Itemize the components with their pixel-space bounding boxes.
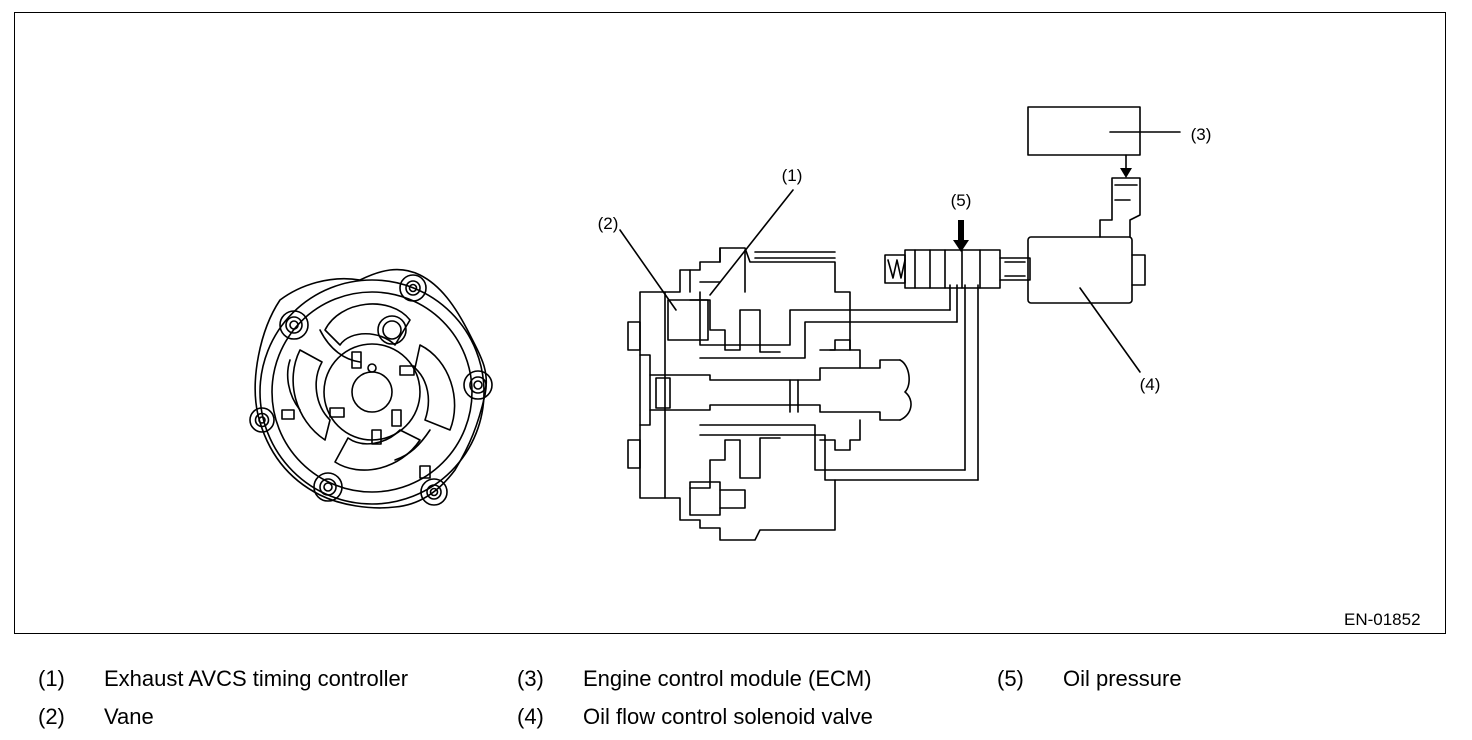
legend-number: (1) [38,666,65,691]
legend-text: Vane [104,704,154,729]
callout-2: (2) [598,214,619,233]
ecm-box [1027,106,1141,156]
legend-text: Oil pressure [1063,666,1182,691]
solenoid-valve [884,177,1146,304]
legend-number: (2) [38,704,65,729]
callout-4: (4) [1140,375,1161,394]
controller-cross-section [627,247,979,541]
figure-frame [14,12,1446,634]
oil-pressure-arrow-icon [953,240,969,252]
callout-3: (3) [1191,125,1212,144]
legend-number: (5) [997,666,1024,691]
legend-text: Oil flow control solenoid valve [583,704,873,729]
leader-1 [709,189,794,296]
legend-text: Engine control module (ECM) [583,666,872,691]
legend-number: (3) [517,666,544,691]
callout-1: (1) [782,166,803,185]
callout-5: (5) [951,191,972,210]
timing-controller-front-view [249,268,493,509]
leader-2 [619,229,677,311]
legend-text: Exhaust AVCS timing controller [104,666,409,691]
leader-4 [1079,287,1141,373]
ecm-arrow-icon [1120,168,1132,178]
figure-id: EN-01852 [1344,610,1421,629]
legend-number: (4) [517,704,544,729]
